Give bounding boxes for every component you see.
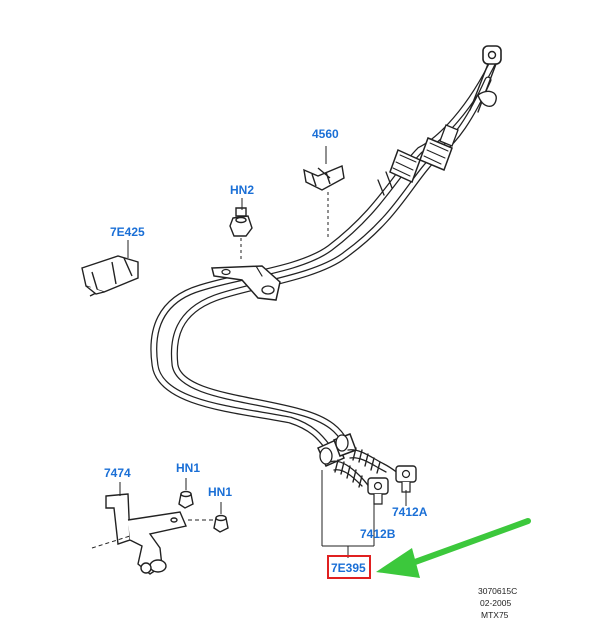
cable-mounting-bracket <box>211 265 281 301</box>
callout-7412B: 7412B <box>360 527 396 541</box>
reference-model: MTX75 <box>481 610 509 620</box>
reference-code: 3070615C <box>478 586 517 596</box>
rod-end-7412A <box>395 465 417 493</box>
green-arrow-icon <box>376 518 531 578</box>
clip-4560 <box>303 165 345 238</box>
highlight-box-7E395 <box>327 555 371 579</box>
callout-4560: 4560 <box>312 127 339 141</box>
callout-HN1-upper: HN1 <box>176 461 200 475</box>
callout-HN2: HN2 <box>230 183 254 197</box>
bolt-HN1-upper <box>178 478 194 509</box>
callout-7412A: 7412A <box>392 505 428 519</box>
reference-date: 02-2005 <box>480 598 511 608</box>
upper-cable-ferrule-2 <box>419 124 459 171</box>
callout-HN1-lower: HN1 <box>208 485 232 499</box>
bolt-HN1-lower <box>213 502 229 533</box>
callout-7E395: 7E395 <box>331 561 366 575</box>
callout-7E425: 7E425 <box>110 225 145 239</box>
cover-7E425 <box>81 255 139 297</box>
upper-cable-ferrule-1 <box>377 148 421 196</box>
leader-lines <box>119 146 407 558</box>
rod-end-7412B <box>367 477 389 505</box>
callout-7474: 7474 <box>104 466 131 480</box>
nut-HN2 <box>229 207 253 262</box>
bracket-7474 <box>91 493 216 575</box>
shift-cable-assembly <box>150 45 502 505</box>
